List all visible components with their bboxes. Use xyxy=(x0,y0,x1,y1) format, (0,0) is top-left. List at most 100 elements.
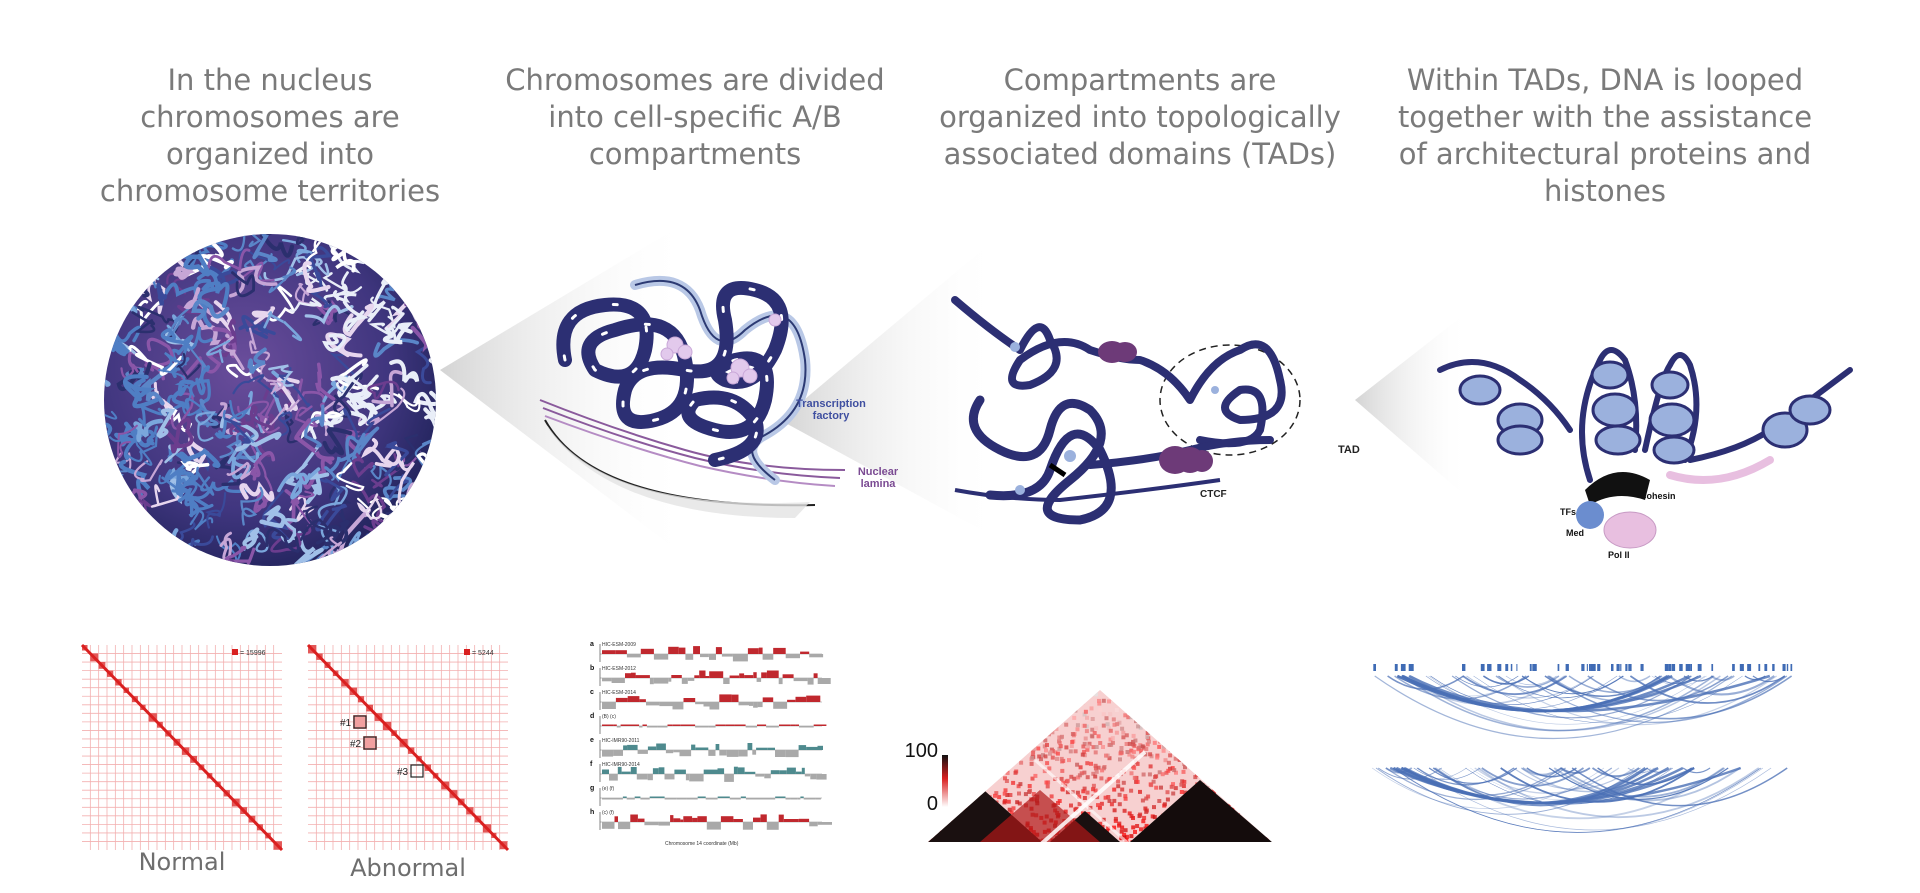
track-bar xyxy=(729,798,741,800)
chromatin-strand xyxy=(176,352,201,380)
chromatin-strand xyxy=(217,402,238,436)
arc-anchor-tick xyxy=(1772,664,1775,671)
track-bar xyxy=(795,724,799,726)
chromatin-strand xyxy=(108,552,136,566)
chromatin-strand xyxy=(133,459,163,482)
track-bar xyxy=(649,678,654,685)
chromatin-strand xyxy=(261,399,300,434)
arc-anchor-tick xyxy=(1790,664,1793,671)
arc-anchor-tick xyxy=(1597,664,1601,671)
chromatin-strand xyxy=(389,391,421,413)
ctcf-label: CTCF xyxy=(1200,489,1227,500)
track-bar xyxy=(724,774,734,782)
loop-arc xyxy=(1498,675,1624,699)
loop-arc xyxy=(1417,767,1515,786)
track-bar xyxy=(634,796,641,798)
tad-heatmap: 100 0 xyxy=(905,690,1272,842)
matrix-diagonal-block xyxy=(165,730,172,737)
chromatin-strand xyxy=(364,464,392,488)
track-bar xyxy=(652,768,659,774)
track-letter: a xyxy=(590,641,594,648)
hic-matrix-normal: = 15996 xyxy=(80,643,284,852)
matrix-diagonal-block xyxy=(240,807,248,815)
chromatin-strand xyxy=(104,466,128,498)
track-bar xyxy=(659,702,673,707)
chromatin-strand xyxy=(400,520,420,536)
chromatin-strand xyxy=(107,533,147,555)
loop-arc xyxy=(1495,675,1560,688)
track-bar xyxy=(779,770,787,774)
track-bar xyxy=(667,724,673,726)
chromatin-strand xyxy=(332,372,363,418)
matrix-diagonal-block xyxy=(198,764,205,771)
track-bar xyxy=(637,750,648,754)
track-bar xyxy=(685,774,690,781)
chromatin-strand xyxy=(160,327,194,356)
track-bar xyxy=(779,724,791,726)
track-bar xyxy=(644,822,659,826)
loop-arc xyxy=(1434,767,1613,800)
chromatin-strand xyxy=(159,547,202,566)
matrix-diagonal-block xyxy=(173,738,181,746)
track-letter: f xyxy=(590,761,593,768)
arc-anchor-tick xyxy=(1516,664,1518,671)
scale-max: 100 xyxy=(905,740,938,762)
chromatin-strand xyxy=(177,234,195,254)
track-bar xyxy=(720,816,734,822)
track-bar xyxy=(744,675,754,678)
track-bar xyxy=(738,750,748,757)
abnormal-max-count: = 5244 xyxy=(472,650,494,657)
chromatin-strand xyxy=(381,268,409,286)
chromatin-strand xyxy=(179,447,221,468)
chromatin-strand xyxy=(343,407,391,440)
heading-tads: Compartments are organized into topologi… xyxy=(939,63,1341,171)
track-bar xyxy=(602,678,612,682)
track-bar xyxy=(731,694,739,702)
track-bar xyxy=(769,798,776,800)
chromatin-strand xyxy=(330,234,360,262)
arc-anchor-tick xyxy=(1685,664,1688,671)
track-letter: h xyxy=(590,809,594,816)
chromatin-strand xyxy=(107,550,137,566)
arc-anchor-tick xyxy=(1593,664,1596,671)
loop-arc xyxy=(1553,767,1741,802)
track-panel: h(c) (f) xyxy=(590,809,832,830)
chromatin-strand xyxy=(404,514,436,545)
chromatin-strand xyxy=(278,367,313,412)
arc-anchor-tick xyxy=(1697,664,1700,671)
arc-anchor-tick xyxy=(1741,664,1744,671)
track-letter: e xyxy=(590,737,594,744)
loop-arc xyxy=(1371,767,1605,809)
track-bar xyxy=(747,743,753,750)
track-bar xyxy=(732,654,748,662)
loop-arc xyxy=(1587,675,1729,702)
track-bar xyxy=(656,743,666,750)
transcription-complex xyxy=(1576,501,1657,549)
tracks-xaxis-label: Chromosome 14 coordinate (Mb) xyxy=(665,841,739,847)
chromatin-strand xyxy=(248,327,271,361)
chromatin-strand xyxy=(104,422,113,452)
matrix-diagonal-block xyxy=(82,645,88,651)
chromatin-strand xyxy=(408,504,436,551)
arc-anchor-tick xyxy=(1747,664,1752,671)
chromatin-strand xyxy=(281,238,314,264)
track-bar xyxy=(737,767,745,774)
track-bar xyxy=(761,672,767,678)
arc-anchor-tick xyxy=(1395,664,1398,671)
arc-anchor-tick xyxy=(1690,664,1692,671)
arc-anchor-tick xyxy=(1505,664,1509,671)
chromatin-strand xyxy=(104,364,111,388)
track-bar xyxy=(670,815,674,822)
chromatin-strand xyxy=(255,397,276,428)
track-name: HIC-ESM-2009 xyxy=(602,642,636,648)
matrix-diagonal-block xyxy=(324,662,331,668)
track-bar xyxy=(691,744,696,750)
arc-anchor-tick xyxy=(1557,664,1560,671)
pol2-label: Pol II xyxy=(1608,550,1630,560)
chromatin-strand xyxy=(115,274,138,315)
track-bar xyxy=(806,746,818,750)
track-bar xyxy=(697,796,706,798)
chromatin-strand xyxy=(179,234,208,274)
chromatin-strand xyxy=(198,398,219,428)
